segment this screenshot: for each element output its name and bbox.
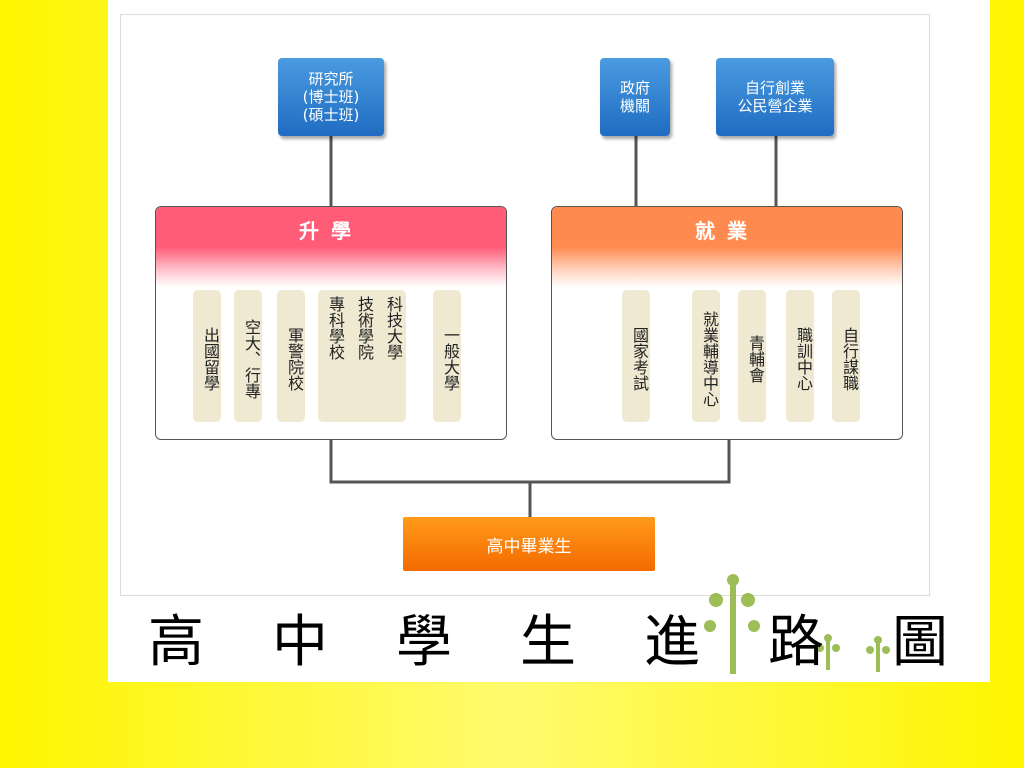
government-line-1: 政府 <box>619 79 650 97</box>
pill-institute-technology: 技術學院 <box>355 296 374 360</box>
title-char-5: 進 <box>644 610 700 675</box>
enterprise-line-2: 公民營企業 <box>737 97 813 115</box>
pill-national-exam-label: 國家考試 <box>630 327 649 391</box>
title-char-4: 生 <box>520 610 576 675</box>
title-char-2: 中 <box>272 610 328 675</box>
government-line-2: 機關 <box>619 97 650 115</box>
pill-youth-commission-label: 青輔會 <box>746 335 765 383</box>
pill-training-center: 職訓中心 <box>786 290 814 422</box>
title-char-7: 圖 <box>892 610 948 675</box>
pill-military-police-label: 軍警院校 <box>285 327 304 391</box>
graduate-school-box: 研究所 (博士班) (碩士班) <box>278 58 384 136</box>
pill-junior-college: 專科學校 <box>326 296 345 360</box>
pill-general-university: 一般大學 <box>433 290 461 422</box>
employment-title: 就業 <box>695 219 759 243</box>
pill-self-job-search-label: 自行謀職 <box>840 327 859 391</box>
government-box: 政府 機關 <box>600 58 670 136</box>
high-school-graduate-box: 高中畢業生 <box>403 517 655 571</box>
high-school-graduate-label: 高中畢業生 <box>486 536 572 557</box>
title-char-3: 學 <box>396 610 452 675</box>
pill-youth-commission: 青輔會 <box>738 290 766 422</box>
sprout-decoration-icon <box>704 574 890 674</box>
pill-self-job-search: 自行謀職 <box>832 290 860 422</box>
employment-header <box>552 207 902 287</box>
page-title: 高 中 學 生 進 路 圖 <box>148 610 948 675</box>
graduate-school-line-1: 研究所 <box>308 70 354 88</box>
pill-junior-college-group: 專科學校 技術學院 科技大學 <box>318 290 406 422</box>
further-study-title: 升學 <box>299 219 363 243</box>
pill-study-abroad: 出國留學 <box>193 290 221 422</box>
enterprise-line-1: 自行創業 <box>744 79 805 97</box>
graduate-school-line-2: (博士班) <box>302 88 360 106</box>
pill-employment-center-label: 就業輔導中心 <box>700 311 719 407</box>
pill-open-university: 空大、行專 <box>234 290 262 422</box>
connector-bottom <box>329 440 731 484</box>
pill-open-university-label: 空大、行專 <box>242 319 261 399</box>
pill-study-abroad-label: 出國留學 <box>201 327 220 391</box>
enterprise-box: 自行創業 公民營企業 <box>716 58 834 136</box>
further-study-header <box>156 207 506 287</box>
graduate-school-line-3: (碩士班) <box>302 106 360 124</box>
pill-university-technology: 科技大學 <box>384 296 403 360</box>
title-char-1: 高 <box>148 610 204 675</box>
pill-general-university-label: 一般大學 <box>441 327 460 391</box>
pill-national-exam: 國家考試 <box>622 290 650 422</box>
pill-training-center-label: 職訓中心 <box>794 327 813 391</box>
pill-military-police: 軍警院校 <box>277 290 305 422</box>
title-char-6: 路 <box>768 610 824 675</box>
pill-employment-center: 就業輔導中心 <box>692 290 720 422</box>
